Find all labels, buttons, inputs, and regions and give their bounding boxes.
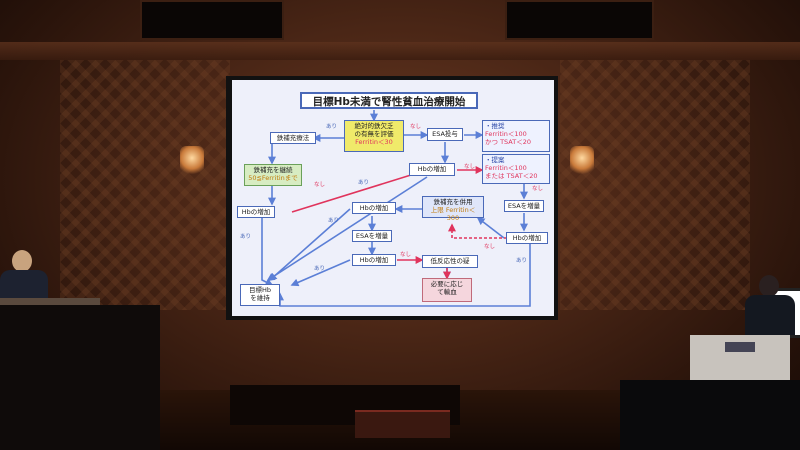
suggest-line-2: Ferritin＜100 [485,164,527,172]
assess-line-2: の有無を評価 [354,130,394,138]
combine-iron-box: 鉄補充を併用 上限 Ferritin＜300 [422,196,484,222]
no-label: なし [400,252,412,258]
hb-increase-box-5: Hbの増加 [506,232,548,244]
lectern-left [0,305,160,450]
no-label: なし [532,186,544,192]
assess-line-1: 絶対的鉄欠乏 [354,122,394,130]
hb-increase-box-4: Hbの増加 [352,254,396,266]
esa-increase-box-2: ESAを増量 [352,230,392,242]
projection-screen: 目標Hb未満で腎性貧血治療開始 絶対的鉄欠乏 の有無を評価 Ferritin＜3… [232,80,554,316]
equipment-box [620,380,800,450]
yes-label: あり [516,258,528,264]
low-response-box: 低反応性の疑 [422,255,478,268]
person-right [745,275,795,335]
combine-iron-line-1: 鉄補充を併用 [433,198,473,206]
ceiling-panel [140,0,284,40]
recommend-line-3: かつ TSAT＜20 [485,138,531,146]
slide-title: 目標Hb未満で腎性貧血治療開始 [300,92,478,109]
no-label: なし [314,182,326,188]
suggest-line-1: ・提案 [485,156,505,164]
maintain-line-2: を維持 [250,294,270,302]
recommend-line-2: Ferritin＜100 [485,130,527,138]
speaker-left [0,250,48,305]
maintain-hb-box: 目標Hb を維持 [240,284,280,306]
suggest-box: ・提案 Ferritin＜100 または TSAT＜20 [482,154,550,184]
transfusion-box: 必要に応じ て輸血 [422,278,472,302]
continue-iron-line-1: 鉄補充を継続 [253,166,293,174]
wall-sconce [180,146,204,176]
hb-increase-box-3: Hbの増加 [352,202,396,214]
wall-lattice [60,60,230,310]
assess-iron-deficiency-box: 絶対的鉄欠乏 の有無を評価 Ferritin＜30 [344,120,404,152]
wall-cornice [0,42,800,60]
transfusion-line-1: 必要に応じ [430,280,464,288]
iron-therapy-box: 鉄補充療法 [270,132,316,144]
recommend-box: ・推奨 Ferritin＜100 かつ TSAT＜20 [482,120,550,152]
yes-label: あり [328,218,340,224]
wall-sconce [570,146,594,176]
yes-label: あり [240,234,252,240]
continue-iron-box: 鉄補充を継続 50≦Ferritinまで [244,164,302,186]
yes-label: あり [358,180,370,186]
flowchart-arrows [261,110,531,307]
wall-lattice [560,60,750,310]
suggest-line-3: または TSAT＜20 [485,172,538,180]
stage-step [355,410,450,438]
transfusion-line-2: て輸血 [437,288,457,296]
hb-increase-box-2: Hbの増加 [237,206,275,218]
lectern-logo [725,342,755,352]
assess-line-3: Ferritin＜30 [355,138,393,146]
yes-label: あり [314,266,326,272]
no-label: なし [464,164,476,170]
esa-start-box: ESA投与 [427,128,463,141]
recommend-line-1: ・推奨 [485,122,505,130]
no-label: なし [484,244,496,250]
maintain-line-1: 目標Hb [248,286,271,294]
combine-iron-line-2: 上限 Ferritin＜300 [430,206,476,222]
yes-label: あり [326,124,338,130]
no-label: なし [410,124,422,130]
esa-increase-box-1: ESAを増量 [504,200,544,212]
hb-increase-box-1: Hbの増加 [409,163,455,176]
ceiling-panel [505,0,654,40]
continue-iron-line-2: 50≦Ferritinまで [248,174,298,182]
